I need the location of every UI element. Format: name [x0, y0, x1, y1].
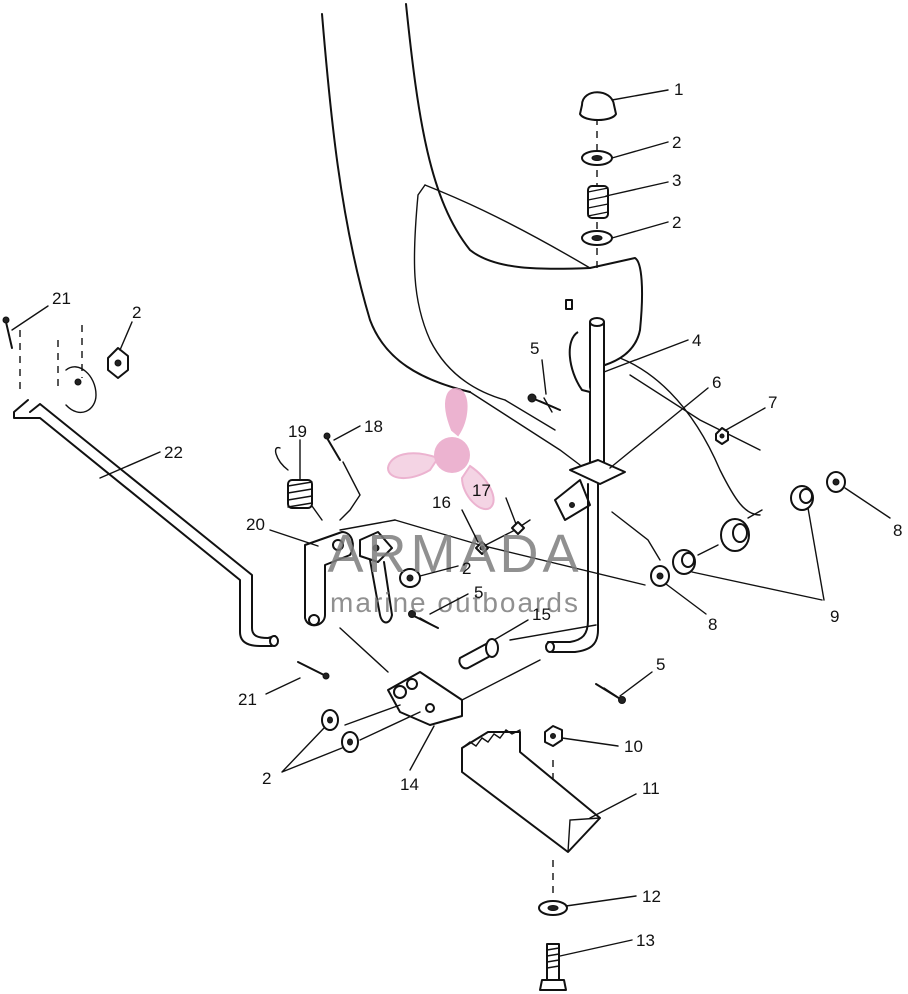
callout-6: 6	[609, 373, 721, 469]
svg-text:7: 7	[768, 393, 777, 412]
svg-text:1: 1	[674, 80, 683, 99]
hardware-right	[527, 393, 846, 587]
svg-text:14: 14	[400, 775, 419, 794]
svg-text:22: 22	[164, 443, 183, 462]
callout-1: 1	[611, 80, 683, 101]
frame-slot	[565, 299, 573, 310]
pedal-11	[461, 731, 601, 853]
bushing-large	[720, 518, 750, 552]
mount-bracket	[554, 479, 591, 521]
callout-8b: 8	[665, 583, 717, 634]
vertical-rod	[589, 321, 605, 471]
spring-bracket-assembly	[274, 432, 646, 629]
callout-2a: 2	[611, 133, 681, 159]
bushing-9b	[790, 485, 814, 511]
rod-assembly	[545, 91, 626, 653]
svg-text:13: 13	[636, 931, 655, 950]
callout-2c: 2	[119, 303, 141, 351]
svg-text:19: 19	[288, 422, 307, 441]
svg-text:18: 18	[364, 417, 383, 436]
watermark: ARMADA marine outboards	[327, 388, 582, 618]
svg-text:3: 3	[672, 171, 681, 190]
callout-11: 11	[589, 779, 660, 819]
svg-text:15: 15	[532, 605, 551, 624]
callout-18: 18	[333, 417, 383, 441]
callout-22: 22	[99, 443, 183, 479]
callout-5b: 5	[429, 583, 483, 615]
frame-panel	[321, 3, 761, 516]
svg-text:2: 2	[262, 769, 271, 788]
pedal-pivot-assembly	[321, 624, 626, 753]
rod-guard	[568, 331, 591, 393]
callout-19: 19	[288, 422, 307, 481]
svg-text:10: 10	[624, 737, 643, 756]
spring-top	[587, 185, 609, 219]
callout-9: 9	[691, 507, 839, 626]
svg-text:5: 5	[530, 339, 539, 358]
callout-5a: 5	[530, 339, 547, 395]
callout-3: 3	[605, 171, 681, 197]
callouts: 1 2 3 2 4 5 6 7 8 9 8 21 2 22 19 18 17 1…	[11, 80, 902, 957]
callout-5c: 5	[619, 655, 665, 697]
bushing-9a	[672, 549, 696, 575]
watermark-brand: ARMADA	[327, 524, 582, 584]
svg-text:12: 12	[642, 887, 661, 906]
callout-2e: 2	[262, 727, 343, 788]
callout-14: 14	[400, 725, 435, 794]
watermark-tagline: marine outboards	[330, 587, 580, 618]
callout-13: 13	[559, 931, 655, 957]
svg-text:2: 2	[672, 133, 681, 152]
pin-18	[326, 437, 341, 461]
svg-text:20: 20	[246, 515, 265, 534]
svg-text:2: 2	[462, 559, 471, 578]
callout-12: 12	[565, 887, 661, 907]
cap	[579, 91, 617, 121]
pin-21-upper	[5, 321, 13, 349]
callout-2d: 2	[419, 559, 471, 578]
svg-text:4: 4	[692, 331, 701, 350]
bracket-20	[304, 531, 354, 627]
svg-text:16: 16	[432, 493, 451, 512]
callout-7: 7	[725, 393, 777, 431]
pedal-assembly	[461, 725, 601, 991]
callout-15: 15	[493, 605, 551, 641]
callout-21b: 21	[238, 677, 301, 709]
rod-plate	[569, 459, 626, 485]
callout-17: 17	[472, 481, 517, 525]
callout-16: 16	[432, 493, 479, 543]
propeller-logo-icon	[386, 388, 495, 511]
svg-text:6: 6	[712, 373, 721, 392]
spring-19	[287, 479, 313, 509]
callout-8a: 8	[844, 487, 902, 540]
callout-2b: 2	[611, 213, 681, 239]
svg-text:8: 8	[708, 615, 717, 634]
callout-21a: 21	[11, 289, 71, 331]
callout-20: 20	[246, 515, 319, 547]
bolt-13	[539, 943, 567, 991]
svg-text:17: 17	[472, 481, 491, 500]
svg-text:21: 21	[52, 289, 71, 308]
linkage-rod	[2, 316, 330, 680]
svg-text:9: 9	[830, 607, 839, 626]
svg-text:2: 2	[132, 303, 141, 322]
svg-text:5: 5	[474, 583, 483, 602]
svg-text:21: 21	[238, 690, 257, 709]
callout-4: 4	[603, 331, 701, 373]
callout-10: 10	[561, 737, 643, 756]
svg-text:11: 11	[642, 779, 660, 798]
svg-text:8: 8	[893, 521, 902, 540]
svg-text:2: 2	[672, 213, 681, 232]
svg-text:5: 5	[656, 655, 665, 674]
pin-21-lower	[297, 661, 327, 677]
